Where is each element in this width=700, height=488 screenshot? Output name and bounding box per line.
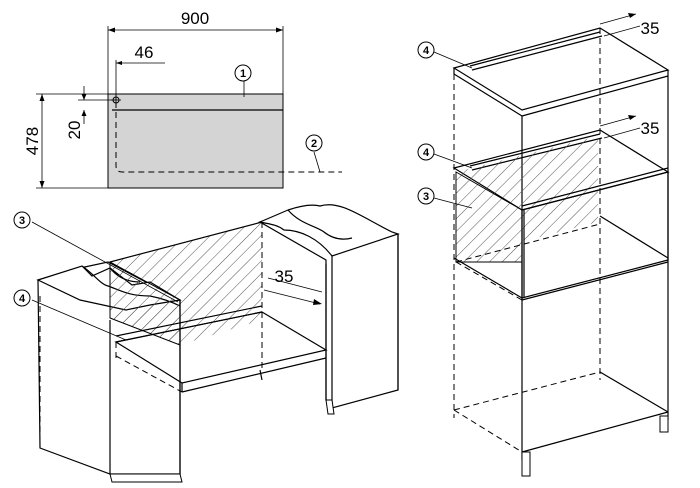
- dimension-height: 478: [23, 127, 42, 155]
- dimension-width: 900: [181, 9, 209, 28]
- dimension-gap-tall-mid: 35: [641, 119, 660, 138]
- dimension-gap-tall-top: 35: [641, 19, 660, 38]
- dimension-offset: 46: [135, 43, 154, 62]
- appliance-front-panel: [107, 93, 284, 189]
- callout-4-left-label: 4: [19, 293, 26, 305]
- callout-4-tall-top-label: 4: [423, 45, 430, 57]
- dimension-depth: 20: [65, 121, 84, 140]
- dimension-gap-under-counter: 35: [275, 267, 294, 286]
- under-counter-view: 35 3 4: [13, 204, 400, 483]
- callout-3-tall-label: 3: [423, 191, 429, 203]
- callout-2-label: 2: [311, 138, 317, 150]
- callout-1-label: 1: [240, 68, 246, 80]
- front-view: 900 46 478 20 1 2: [23, 9, 342, 189]
- callout-4-tall-mid-label: 4: [423, 147, 430, 159]
- tall-cabinet-view: 35 35 4 4 3: [417, 13, 670, 477]
- callout-3-left-label: 3: [19, 215, 25, 227]
